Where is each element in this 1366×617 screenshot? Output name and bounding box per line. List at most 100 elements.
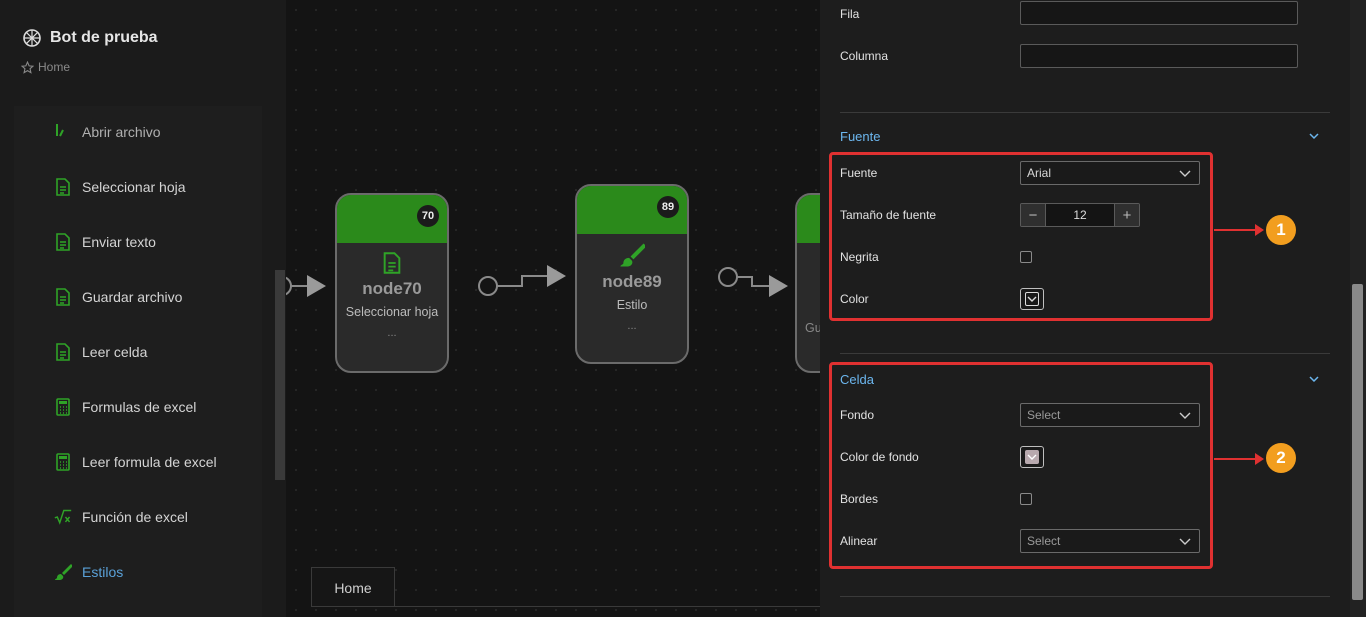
file-text-icon [56,232,70,251]
flow-connectors [286,265,788,297]
breadcrumb-home[interactable]: Home [38,60,71,74]
font-select-value: Arial [1027,166,1052,180]
app-brand: Bot de prueba [22,28,158,48]
sidebar-item-leer-formula-de-excel[interactable]: Leer formula de excel [14,434,262,489]
alinear-label: Alinear [840,534,878,548]
fila-input[interactable] [1020,1,1298,25]
sidebar-item-label: Enviar texto [82,233,156,250]
sidebar-item-seleccionar-hoja[interactable]: Seleccionar hoja [14,159,262,214]
square-root-icon [54,509,72,525]
sidebar-item-label: Función de excel [82,508,188,525]
node-subtitle: Gu [805,321,820,335]
fuente-label: Fuente [840,166,878,180]
node-header: 89 [577,186,687,234]
properties-panel: Fila Columna Fuente Fuente Arial Tamaño … [820,0,1350,617]
font-size-label: Tamaño de fuente [840,208,937,222]
sidebar-item-label: Leer formula de excel [82,453,217,470]
bg-color-picker[interactable] [1020,446,1044,468]
file-text-icon [56,177,70,196]
chevron-down-icon[interactable] [1308,130,1320,142]
section-divider [840,112,1330,113]
flow-node-89[interactable]: 89 node89 Estilo ... [575,184,689,364]
chevron-down-icon [1027,454,1037,460]
sidebar-item-formulas-de-excel[interactable]: Formulas de excel [14,379,262,434]
chevron-down-icon[interactable] [1308,373,1320,385]
align-select[interactable]: Select [1020,529,1200,553]
panel-scrollbar[interactable] [1350,0,1366,617]
font-color-picker[interactable] [1020,288,1044,310]
annotation-marker-1: 1 [1266,215,1296,245]
fila-label: Fila [840,7,860,21]
sidebar: Bot de prueba Home Abrir archivo Selecci… [0,0,286,617]
sidebar-item-enviar-texto[interactable]: Enviar texto [14,214,262,269]
bordes-label: Bordes [840,492,879,506]
chevron-down-icon [1027,296,1037,302]
node-badge: 70 [417,205,439,227]
color-label: Color [840,292,869,306]
sidebar-menu: Abrir archivo Seleccionar hoja Enviar te… [14,106,262,617]
columna-label: Columna [840,49,889,63]
node-subtitle: Estilo [616,298,648,312]
tab-home[interactable]: Home [311,567,395,607]
sidebar-item-funcion-de-excel[interactable]: Función de excel [14,489,262,544]
section-divider [840,353,1330,354]
tab-bar-line [311,606,820,607]
paintbrush-icon [620,243,645,267]
font-size-value[interactable]: 12 [1045,204,1115,226]
flow-node-partial[interactable]: Gu [795,193,820,373]
breadcrumb[interactable]: Home [21,60,70,74]
annotation-marker-2: 2 [1266,443,1296,473]
panel-scrollbar-thumb[interactable] [1352,284,1363,600]
file-text-icon [56,342,70,361]
columna-input[interactable] [1020,44,1298,68]
calculator-icon [56,397,70,416]
align-select-value: Select [1027,534,1061,548]
fondo-label: Fondo [840,408,875,422]
fondo-select-value: Select [1027,408,1061,422]
sidebar-item-guardar-archivo[interactable]: Guardar archivo [14,269,262,324]
bold-checkbox[interactable] [1020,251,1032,263]
sidebar-item-label: Abrir archivo [82,124,161,140]
highlight-box-fuente [829,152,1213,321]
node-header [797,195,820,243]
node-subtitle: Seleccionar hoja [345,305,439,319]
chevron-down-icon [1179,538,1191,545]
annotation-arrow-2 [1214,453,1264,465]
flow-canvas[interactable]: 70 node70 Seleccionar hoja ... 89 node89… [286,0,820,617]
color-swatch [1025,450,1039,464]
negrita-label: Negrita [840,250,879,264]
file-text-icon [56,287,70,306]
sidebar-item-label: Seleccionar hoja [82,178,186,195]
fondo-select[interactable]: Select [1020,403,1200,427]
star-icon [21,60,34,74]
increment-button[interactable]: + [1115,204,1139,226]
calculator-icon [56,452,70,471]
sidebar-item-leer-celda[interactable]: Leer celda [14,324,262,379]
font-select[interactable]: Arial [1020,161,1200,185]
flow-node-70[interactable]: 70 node70 Seleccionar hoja ... [335,193,449,373]
fuente-section-title[interactable]: Fuente [840,129,881,144]
borders-checkbox[interactable] [1020,493,1032,505]
node-badge: 89 [657,196,679,218]
sidebar-scrollbar[interactable] [275,270,285,480]
decrement-button[interactable]: − [1021,204,1045,226]
bg-color-label: Color de fondo [840,450,919,464]
paintbrush-icon [55,563,72,580]
celda-section-title[interactable]: Celda [840,372,874,387]
sidebar-item-estilos[interactable]: Estilos [14,544,262,599]
highlight-box-celda [829,362,1213,569]
app-title: Bot de prueba [50,29,158,46]
sidebar-item-abrir-archivo[interactable]: Abrir archivo [14,106,262,157]
bot-icon [23,29,41,47]
node-title: node89 [602,272,662,291]
sidebar-item-label: Estilos [82,563,124,580]
file-icon [56,124,64,137]
chevron-down-icon [1179,170,1191,177]
sidebar-item-label: Guardar archivo [82,288,183,305]
color-swatch [1025,292,1039,306]
section-divider [840,596,1330,597]
node-header: 70 [337,195,447,243]
font-size-stepper[interactable]: − 12 + [1020,203,1140,227]
chevron-down-icon [1179,412,1191,419]
sidebar-item-label: Formulas de excel [82,398,197,415]
